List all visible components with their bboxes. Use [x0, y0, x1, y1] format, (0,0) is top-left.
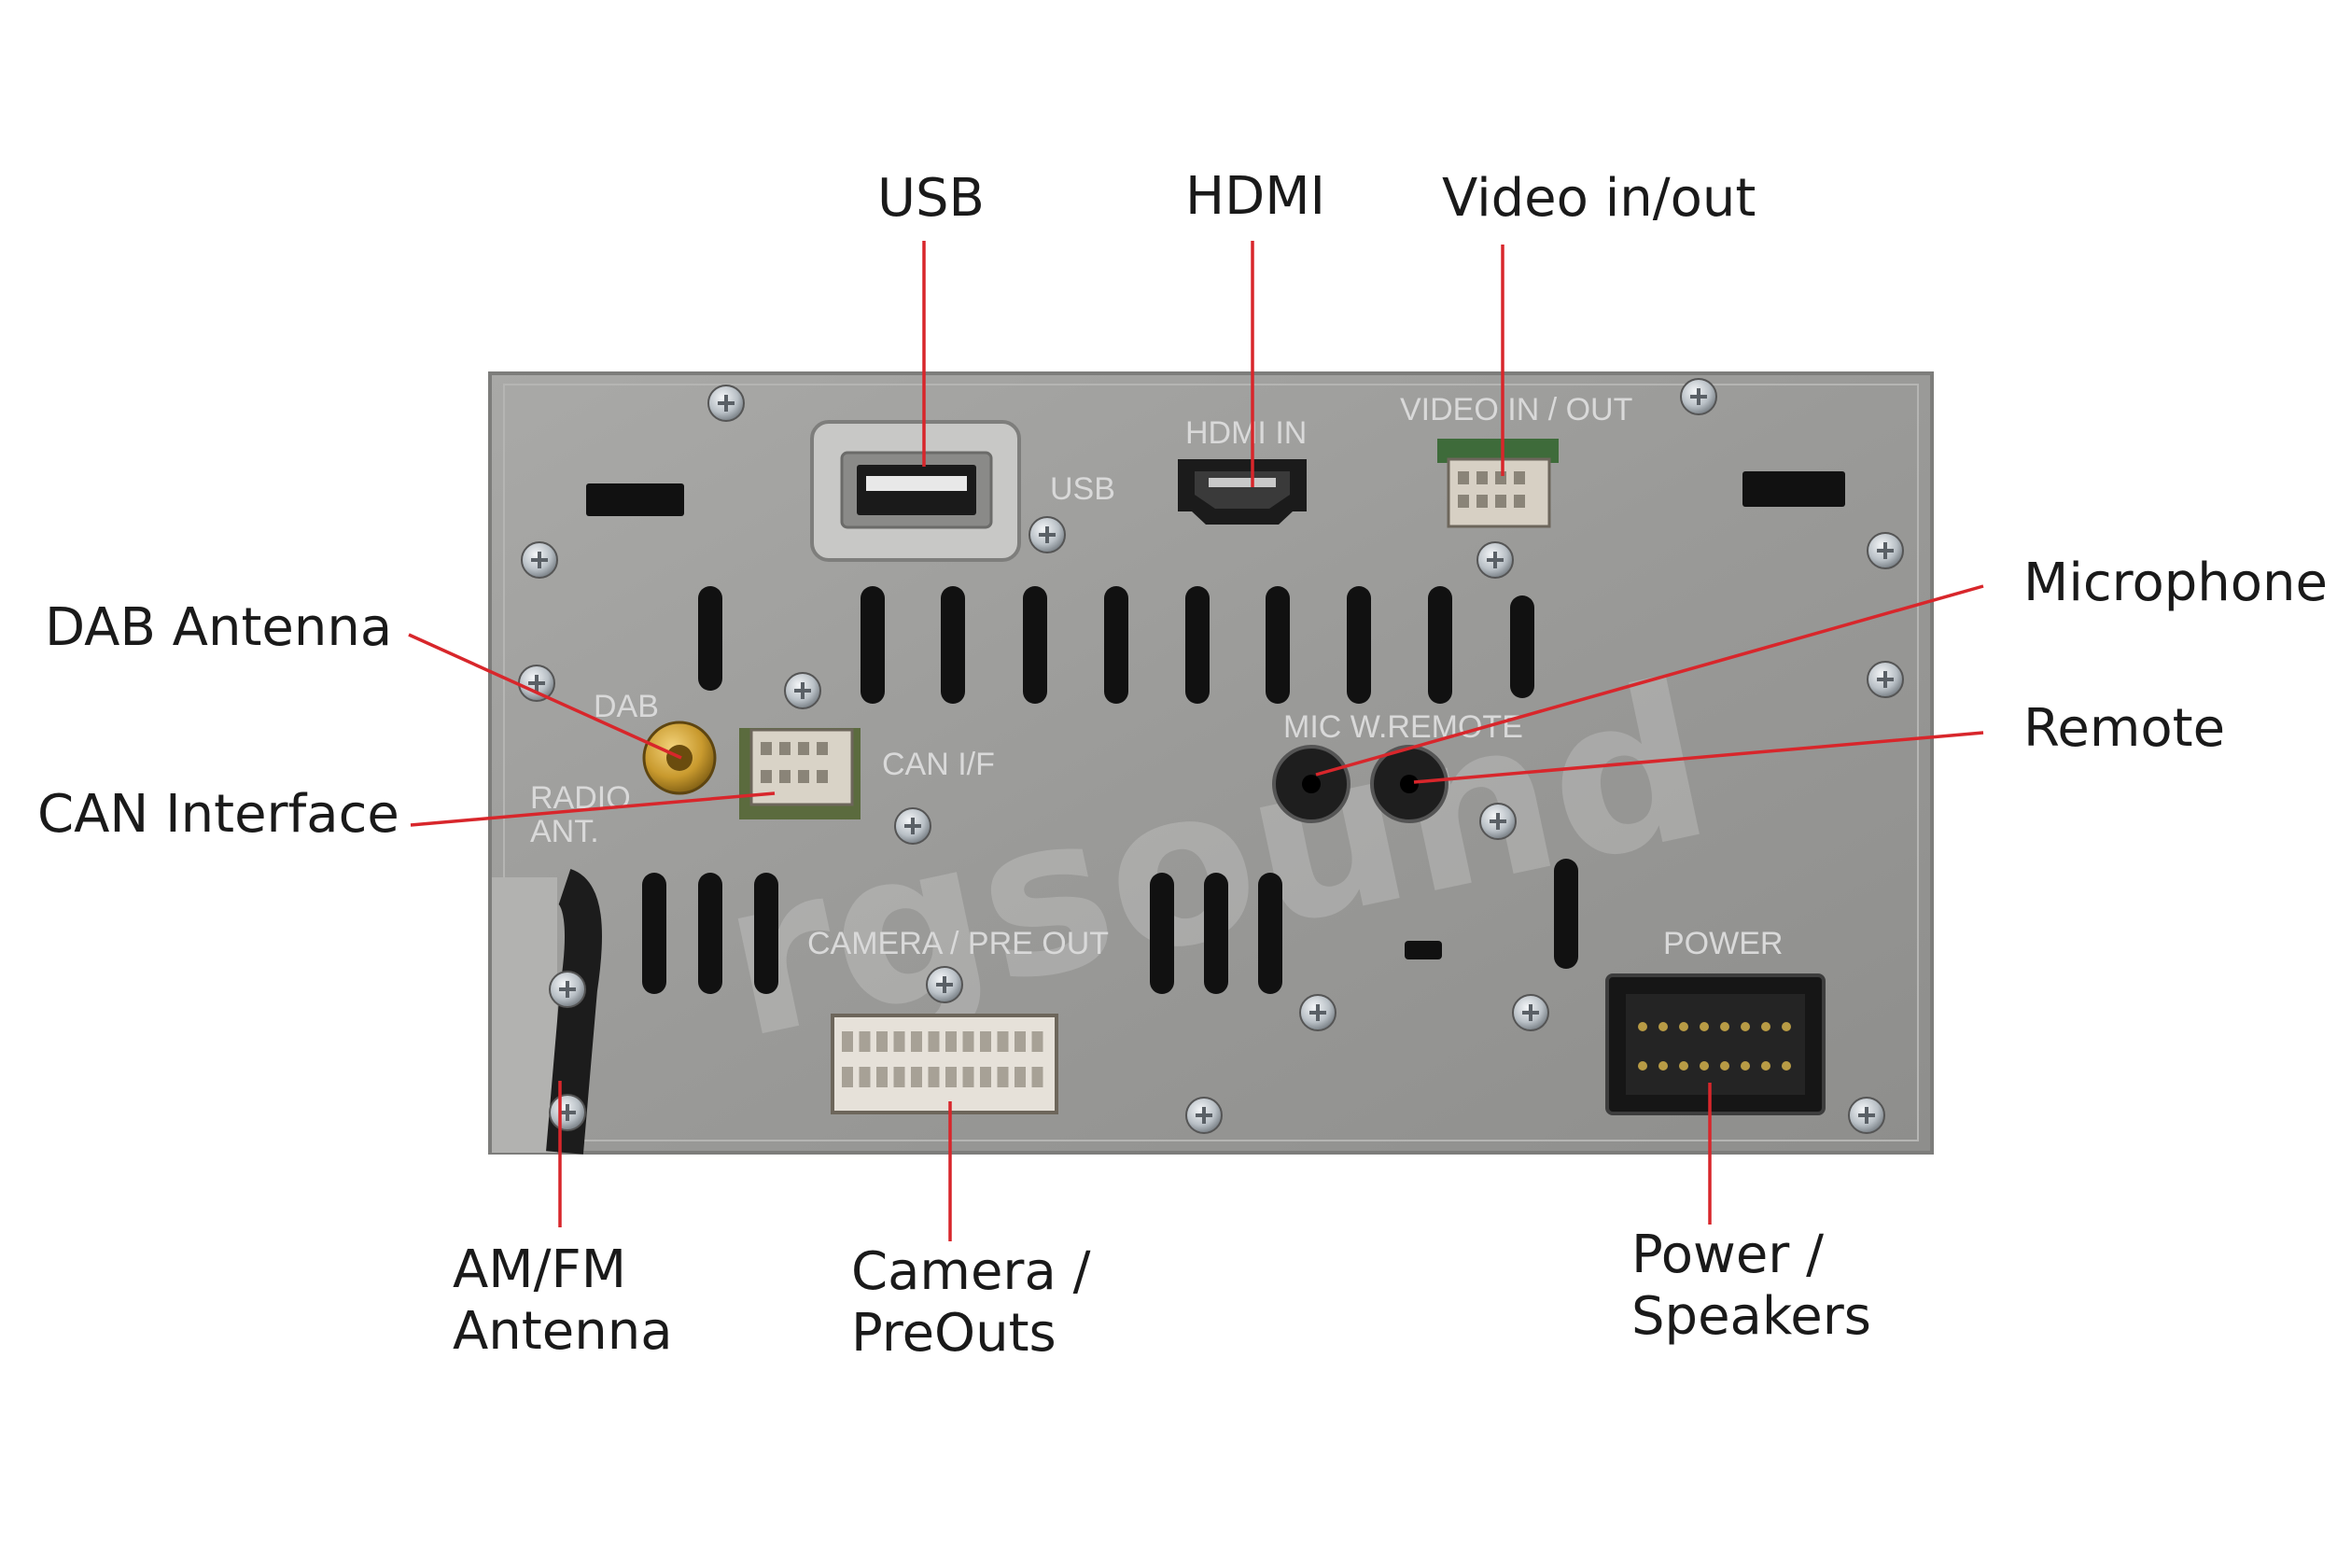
camera-connector-pin — [997, 1031, 1009, 1052]
callout-amfm-line1: AM/FM — [453, 1239, 627, 1300]
power-connector-pin — [1761, 1061, 1770, 1071]
callout-power-line1: Power / — [1631, 1225, 1824, 1285]
power-connector-pin — [1700, 1022, 1709, 1031]
panel-label-ant: ANT. — [530, 814, 599, 849]
callout-power-line2: Speakers — [1631, 1286, 1871, 1347]
panel-label-usb: USB — [1050, 471, 1115, 507]
camera-connector-pin — [893, 1067, 905, 1087]
callout-usb: USB — [877, 168, 985, 229]
can-interface-connector — [739, 728, 861, 819]
leader-microphone — [1315, 584, 1984, 777]
callout-amfm-antenna: AM/FM Antenna — [453, 1239, 673, 1363]
power-connector-pin — [1700, 1061, 1709, 1071]
power-connector-pin — [1720, 1061, 1729, 1071]
camera-connector-pin — [962, 1031, 974, 1052]
camera-connector-pin — [1031, 1031, 1043, 1052]
leader-can — [410, 791, 776, 827]
vent-slots-bottom — [642, 859, 1578, 994]
power-connector-pin — [1638, 1022, 1647, 1031]
camera-connector-pin — [1031, 1067, 1043, 1087]
camera-connector-pin — [859, 1067, 871, 1087]
power-connector-pin — [1679, 1061, 1688, 1071]
leader-dab — [408, 633, 682, 760]
camera-connector-pin — [945, 1067, 957, 1087]
callout-hdmi: HDMI — [1185, 166, 1326, 227]
microphone-jack — [1272, 745, 1350, 823]
camera-connector-pin — [876, 1067, 888, 1087]
hdmi-port — [1178, 459, 1307, 525]
power-connector-pin — [1720, 1022, 1729, 1031]
power-connector-pin — [1658, 1061, 1668, 1071]
callout-video-in-out: Video in/out — [1442, 168, 1756, 229]
power-connector-pin — [1782, 1061, 1791, 1071]
mounting-slots — [586, 471, 1845, 516]
callout-can-interface: CAN Interface — [37, 784, 399, 845]
camera-connector-pin — [1015, 1031, 1026, 1052]
callout-dab-antenna: DAB Antenna — [45, 597, 393, 658]
camera-connector-pin — [928, 1067, 940, 1087]
camera-connector-pin — [893, 1031, 905, 1052]
callout-power-speakers: Power / Speakers — [1631, 1225, 1871, 1348]
panel-label-can: CAN I/F — [882, 747, 995, 782]
camera-connector-pin — [1015, 1067, 1026, 1087]
remote-jack — [1370, 745, 1448, 823]
vent-slots-top — [698, 586, 1534, 704]
leader-remote — [1413, 731, 1984, 784]
power-connector-pin — [1741, 1061, 1750, 1071]
power-connector-pin — [1741, 1022, 1750, 1031]
camera-connector-pin — [859, 1031, 871, 1052]
power-connector-pin — [1658, 1022, 1668, 1031]
camera-connector-pin — [911, 1031, 922, 1052]
panel-label-dab: DAB — [594, 689, 659, 724]
callout-amfm-line2: Antenna — [453, 1301, 673, 1362]
camera-connector-pin — [997, 1067, 1009, 1087]
camera-connector-pin — [842, 1067, 853, 1087]
panel-label-camera: CAMERA / PRE OUT — [807, 926, 1109, 961]
callout-camera-preouts: Camera / PreOuts — [851, 1241, 1090, 1365]
leader-lines — [408, 241, 1984, 1241]
camera-connector-pin — [945, 1031, 957, 1052]
camera-preout-connector — [831, 1014, 1058, 1114]
power-connector-pin — [1679, 1022, 1688, 1031]
callout-microphone: Microphone — [2023, 553, 2328, 613]
camera-connector-pin — [962, 1067, 974, 1087]
camera-connector-pin — [928, 1031, 940, 1052]
power-connector-pin — [1761, 1022, 1770, 1031]
callout-remote: Remote — [2023, 698, 2226, 759]
camera-connector-pin — [980, 1067, 991, 1087]
panel-label-hdmi: HDMI IN — [1185, 415, 1307, 451]
camera-connector-pin — [980, 1031, 991, 1052]
camera-connector-pin — [876, 1031, 888, 1052]
power-connector-pin — [1782, 1022, 1791, 1031]
power-speakers-connector — [1605, 973, 1826, 1115]
video-in-out-connector — [1437, 439, 1559, 528]
power-connector-pin — [1638, 1061, 1647, 1071]
panel-label-video: VIDEO IN / OUT — [1400, 392, 1632, 427]
usb-port — [810, 420, 1021, 562]
callout-camera-line1: Camera / — [851, 1241, 1091, 1302]
callout-camera-line2: PreOuts — [851, 1303, 1057, 1364]
panel-label-power: POWER — [1663, 926, 1783, 961]
camera-connector-pin — [911, 1067, 922, 1087]
camera-connector-pin — [842, 1031, 853, 1052]
